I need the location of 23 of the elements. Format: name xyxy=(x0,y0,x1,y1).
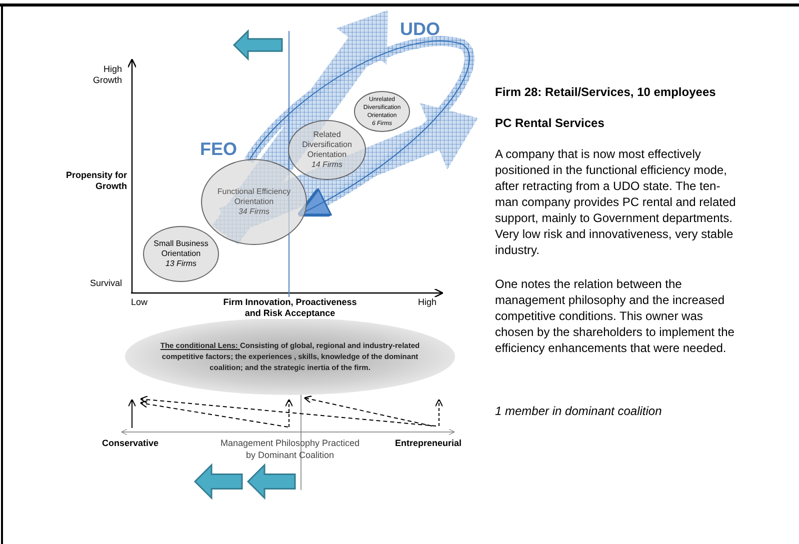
scale-title: Management Philosophy Practiced by Dominant Coalition xyxy=(220,437,360,461)
region-label: FEO xyxy=(200,138,238,161)
description-paragraph: A company that is now most effectively positioned in the functional efficiency mode, after retracting from a UDO state. The ten-man company provides PC rental and related support, mainly to Government departments. Very low risk and innovativeness, very stable industry. xyxy=(495,146,737,258)
description-paragraph: One notes the relation between the management philosophy and the increased competitive conditions. This owner was chosen by the shareholders to implement the efficiency enhancements that were needed. xyxy=(495,276,736,356)
orientation-name: Related Diversification Orientation xyxy=(301,130,353,160)
axis-label: High Growth xyxy=(92,64,122,86)
axis-label: High xyxy=(418,297,438,308)
curved-arrow xyxy=(244,36,474,217)
firm-count: 14 Firms xyxy=(311,160,343,170)
firm-count: 34 Firms xyxy=(238,207,270,217)
orientation-name: Small Business Orientation xyxy=(152,239,210,259)
scale-label: Conservative xyxy=(102,438,160,449)
orientation-ellipse xyxy=(354,91,410,132)
region-label: UDO xyxy=(400,18,441,41)
axis-label: Low xyxy=(131,297,149,308)
orientation-name: Functional Efficiency Orientation xyxy=(216,187,292,207)
firm-subheading: PC Rental Services xyxy=(495,115,606,131)
firm-count: 13 Firms xyxy=(165,259,197,269)
note-text: 1 member in dominant coalition xyxy=(495,403,663,419)
scale-label: Entrepreneurial xyxy=(395,438,463,449)
axis-title: Propensity for Growth xyxy=(64,170,127,192)
axis-label: Survival xyxy=(88,278,122,289)
firm-heading: Firm 28: Retail/Services, 10 employees xyxy=(495,84,717,100)
